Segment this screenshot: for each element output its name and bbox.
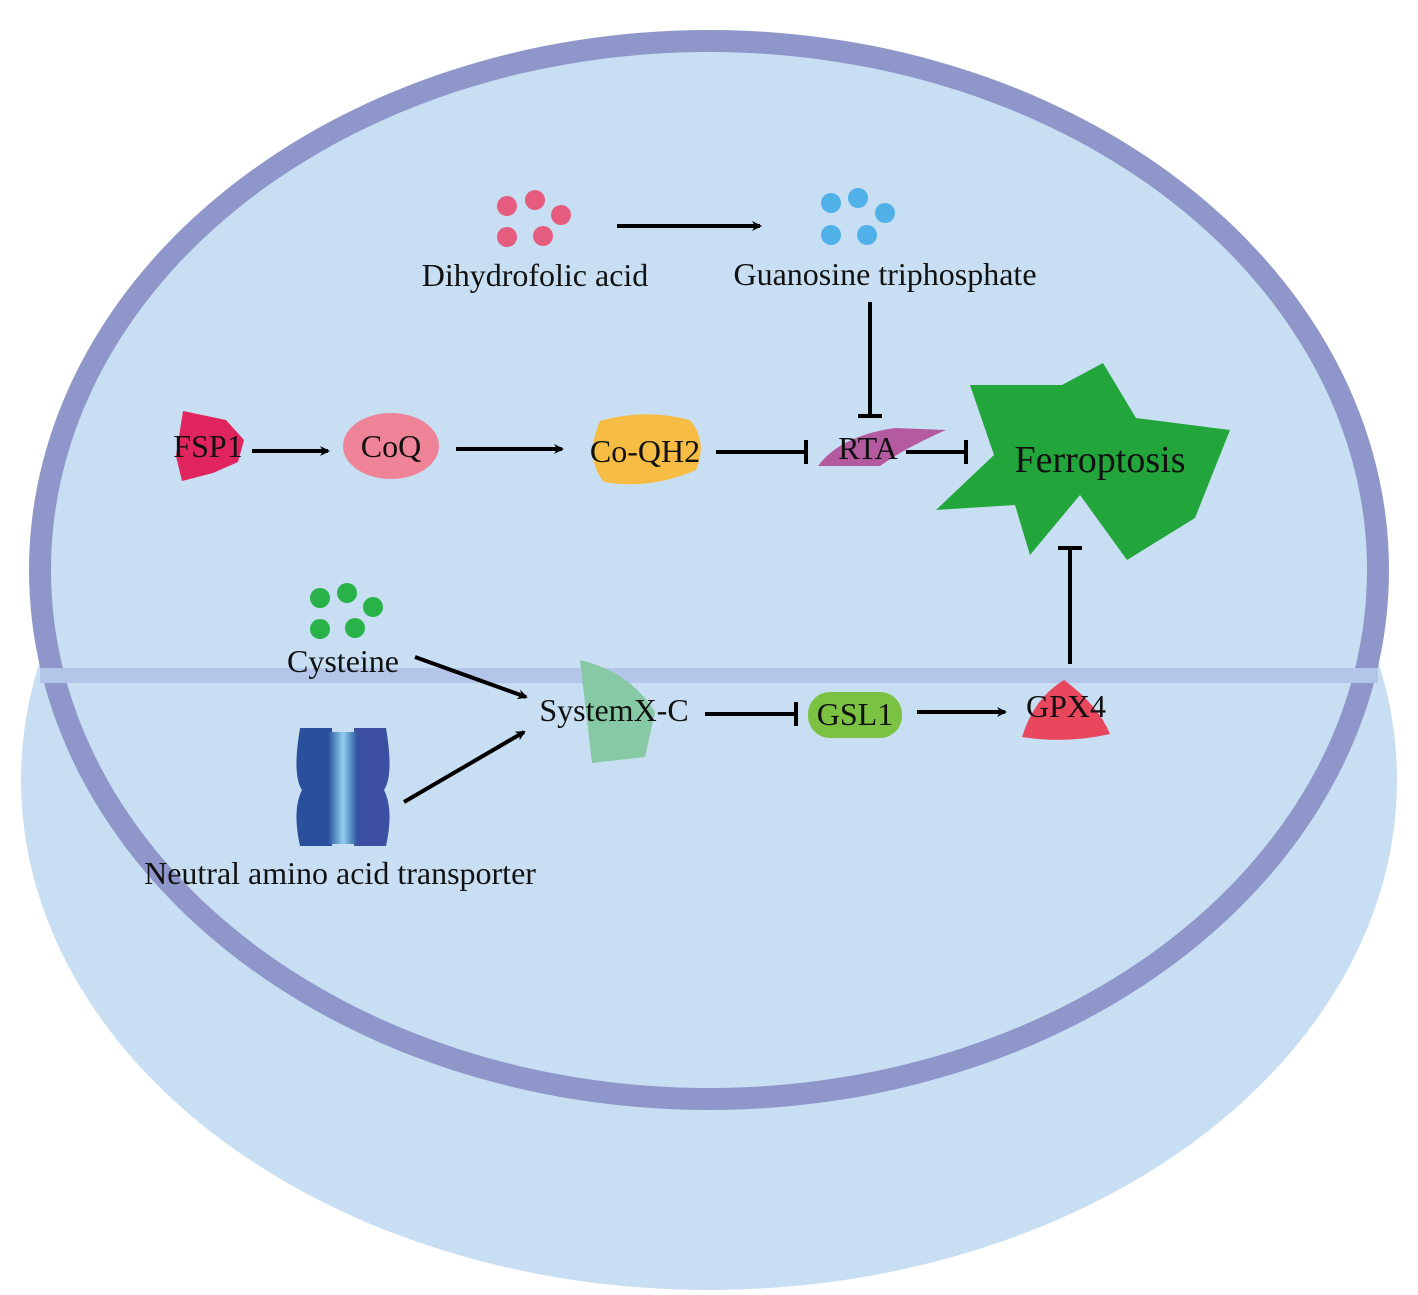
transporter-label: Neutral amino acid transporter bbox=[144, 855, 536, 891]
gsl1-label: GSL1 bbox=[817, 696, 893, 732]
systemxc-label: SystemX-C bbox=[539, 692, 688, 728]
arrow-transporter-to-systemxc bbox=[402, 730, 526, 804]
inhibit-rta-to-ferroptosis bbox=[906, 440, 968, 464]
gsl1-shape bbox=[808, 692, 902, 738]
coqh2-shape bbox=[592, 414, 701, 485]
inhibit-coqh2-to-rta bbox=[716, 440, 808, 464]
dihydrofolic-acid-label: Dihydrofolic acid bbox=[422, 257, 649, 293]
coqh2-label: Co-QH2 bbox=[590, 433, 700, 469]
cysteine-dots bbox=[310, 583, 383, 639]
cell bbox=[21, 30, 1397, 1290]
cell-interior bbox=[51, 52, 1367, 1088]
arrow-cysteine-to-systemxc bbox=[414, 655, 528, 699]
cysteine-label: Cysteine bbox=[287, 643, 399, 679]
inhibit-gpx4-to-ferroptosis bbox=[1058, 546, 1082, 664]
gpx4-label: GPX4 bbox=[1026, 688, 1106, 724]
coq-label: CoQ bbox=[361, 428, 421, 464]
fsp1-label: FSP1 bbox=[173, 428, 242, 464]
gtp-dots bbox=[821, 188, 895, 245]
inhibit-gtp-to-rta bbox=[858, 302, 882, 418]
transporter-icon bbox=[296, 728, 390, 846]
rta-label: RTA bbox=[838, 430, 898, 466]
ferroptosis-shape bbox=[936, 363, 1230, 560]
gtp-label: Guanosine triphosphate bbox=[733, 256, 1036, 292]
membrane-line bbox=[40, 668, 1378, 683]
rta-shape bbox=[818, 428, 946, 466]
systemxc-shape bbox=[580, 660, 655, 763]
inhibit-systemxc-to-gsl1 bbox=[705, 702, 798, 726]
gpx4-shape bbox=[1022, 680, 1110, 740]
coq-shape bbox=[343, 413, 439, 479]
ferroptosis-label: Ferroptosis bbox=[1015, 439, 1186, 481]
fsp1-shape bbox=[176, 411, 244, 481]
dihydrofolic-acid-dots bbox=[497, 190, 571, 247]
